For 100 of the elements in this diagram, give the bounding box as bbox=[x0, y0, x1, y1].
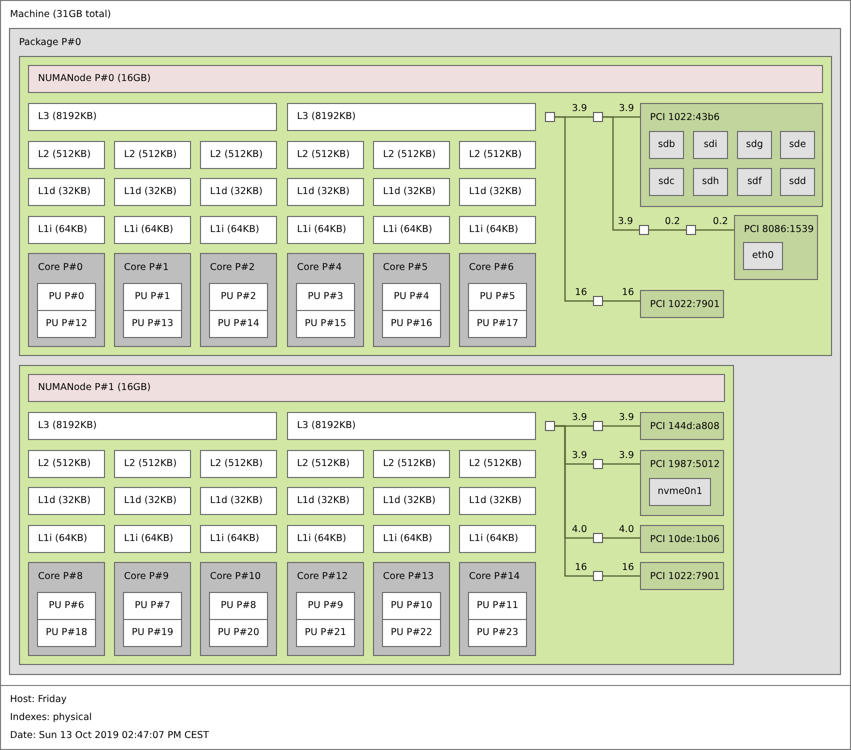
cache-box bbox=[28, 412, 277, 440]
pu-box bbox=[468, 619, 527, 647]
edge-label: 4.0 bbox=[570, 524, 587, 535]
box-title: PCI 8086:1539 bbox=[744, 224, 814, 236]
box-title: sdg bbox=[746, 139, 763, 151]
group-box bbox=[19, 56, 832, 356]
cache-box bbox=[459, 178, 536, 206]
box-title: PU P#14 bbox=[218, 318, 260, 330]
box-title: Core P#1 bbox=[124, 262, 169, 274]
os-device-box bbox=[780, 168, 815, 196]
box-title: L1i (64KB) bbox=[469, 533, 518, 545]
box-title: PU P#13 bbox=[132, 318, 174, 330]
box-title: PU P#15 bbox=[304, 318, 346, 330]
connector-line bbox=[555, 425, 593, 577]
cache-box bbox=[200, 178, 277, 206]
cache-box bbox=[114, 178, 191, 206]
cache-box bbox=[459, 525, 536, 553]
box-title: L1i (64KB) bbox=[210, 533, 260, 545]
edge-label: 3.9 bbox=[570, 103, 587, 114]
box-title: PU P#8 bbox=[220, 600, 256, 612]
cache-box bbox=[459, 141, 536, 169]
box-title: PCI 10de:1b06 bbox=[650, 534, 720, 546]
box-title: sdf bbox=[747, 176, 762, 188]
pu-box bbox=[468, 592, 527, 620]
box-title: PU P#16 bbox=[390, 318, 432, 330]
connector-line bbox=[603, 463, 640, 465]
cache-box bbox=[459, 216, 536, 244]
pu-box bbox=[37, 310, 96, 338]
bridge-square bbox=[545, 421, 555, 431]
box-title: L1d (32KB) bbox=[124, 495, 177, 507]
box-title: PCI 1022:43b6 bbox=[650, 112, 720, 124]
box-title: L1i (64KB) bbox=[469, 224, 518, 236]
pu-box bbox=[209, 310, 268, 338]
box-title: PU P#7 bbox=[134, 600, 170, 612]
box-title: L1d (32KB) bbox=[210, 186, 263, 198]
connector-line bbox=[603, 425, 640, 427]
box-title: PU P#2 bbox=[220, 291, 256, 303]
core-box bbox=[28, 253, 105, 347]
box-title: L2 (512KB) bbox=[469, 149, 522, 161]
cache-box bbox=[373, 216, 450, 244]
cache-box bbox=[114, 216, 191, 244]
edge-label: 16 bbox=[574, 287, 587, 298]
box-title: Core P#13 bbox=[383, 571, 434, 583]
box-title: sdc bbox=[658, 176, 675, 188]
box-title: L3 (8192KB) bbox=[38, 111, 97, 123]
pu-box bbox=[296, 310, 355, 338]
pu-box bbox=[296, 592, 355, 620]
core-box bbox=[287, 253, 364, 347]
pu-box bbox=[209, 592, 268, 620]
box-title: PU P#17 bbox=[476, 318, 518, 330]
os-device-box bbox=[693, 168, 728, 196]
box-title: NUMANode P#0 (16GB) bbox=[38, 73, 151, 85]
cache-box bbox=[373, 178, 450, 206]
box-title: PU P#11 bbox=[476, 600, 518, 612]
os-device-box bbox=[743, 242, 783, 270]
box-title: L1d (32KB) bbox=[469, 495, 522, 507]
box-title: L1d (32KB) bbox=[297, 186, 350, 198]
bridge-square bbox=[593, 459, 603, 469]
os-device-box bbox=[649, 131, 684, 159]
pci-device-box bbox=[640, 525, 724, 553]
cache-box bbox=[28, 178, 105, 206]
pu-box bbox=[37, 592, 96, 620]
box-title: L1d (32KB) bbox=[469, 186, 522, 198]
box-title: L2 (512KB) bbox=[124, 149, 177, 161]
cache-box bbox=[28, 450, 105, 478]
box-title: L1d (32KB) bbox=[297, 495, 350, 507]
box-title: PU P#3 bbox=[308, 291, 344, 303]
box-title: sdi bbox=[704, 139, 718, 151]
box-title: Core P#10 bbox=[210, 571, 261, 583]
box-title: Core P#12 bbox=[297, 571, 348, 583]
footer-text: Indexes: physical bbox=[10, 712, 93, 724]
cache-box bbox=[373, 525, 450, 553]
box-title: L2 (512KB) bbox=[469, 458, 522, 470]
connector-line bbox=[603, 537, 640, 539]
pu-box bbox=[123, 310, 182, 338]
edge-label: 16 bbox=[620, 287, 634, 298]
cache-box bbox=[287, 487, 364, 515]
pu-box bbox=[468, 283, 527, 311]
pci-device-box bbox=[640, 412, 724, 440]
cache-box bbox=[459, 487, 536, 515]
core-box bbox=[459, 562, 536, 656]
pci-device-box bbox=[640, 103, 823, 207]
box-title: sdd bbox=[789, 176, 806, 188]
box-title: L2 (512KB) bbox=[297, 458, 350, 470]
box-title: L3 (8192KB) bbox=[297, 420, 356, 432]
pu-box bbox=[382, 592, 441, 620]
pu-box bbox=[209, 283, 268, 311]
os-device-box bbox=[780, 131, 815, 159]
cache-box bbox=[287, 141, 364, 169]
cache-box bbox=[287, 103, 536, 131]
box-title: L2 (512KB) bbox=[124, 458, 177, 470]
box-title: L2 (512KB) bbox=[383, 149, 436, 161]
bridge-square bbox=[639, 225, 649, 235]
cache-box bbox=[287, 525, 364, 553]
box-title: L1i (64KB) bbox=[383, 533, 432, 545]
box-title: Core P#0 bbox=[38, 262, 83, 274]
box-title: L1d (32KB) bbox=[383, 186, 436, 198]
box-title: L1d (32KB) bbox=[38, 186, 91, 198]
core-box bbox=[200, 253, 277, 347]
box-title: L1i (64KB) bbox=[38, 224, 88, 236]
